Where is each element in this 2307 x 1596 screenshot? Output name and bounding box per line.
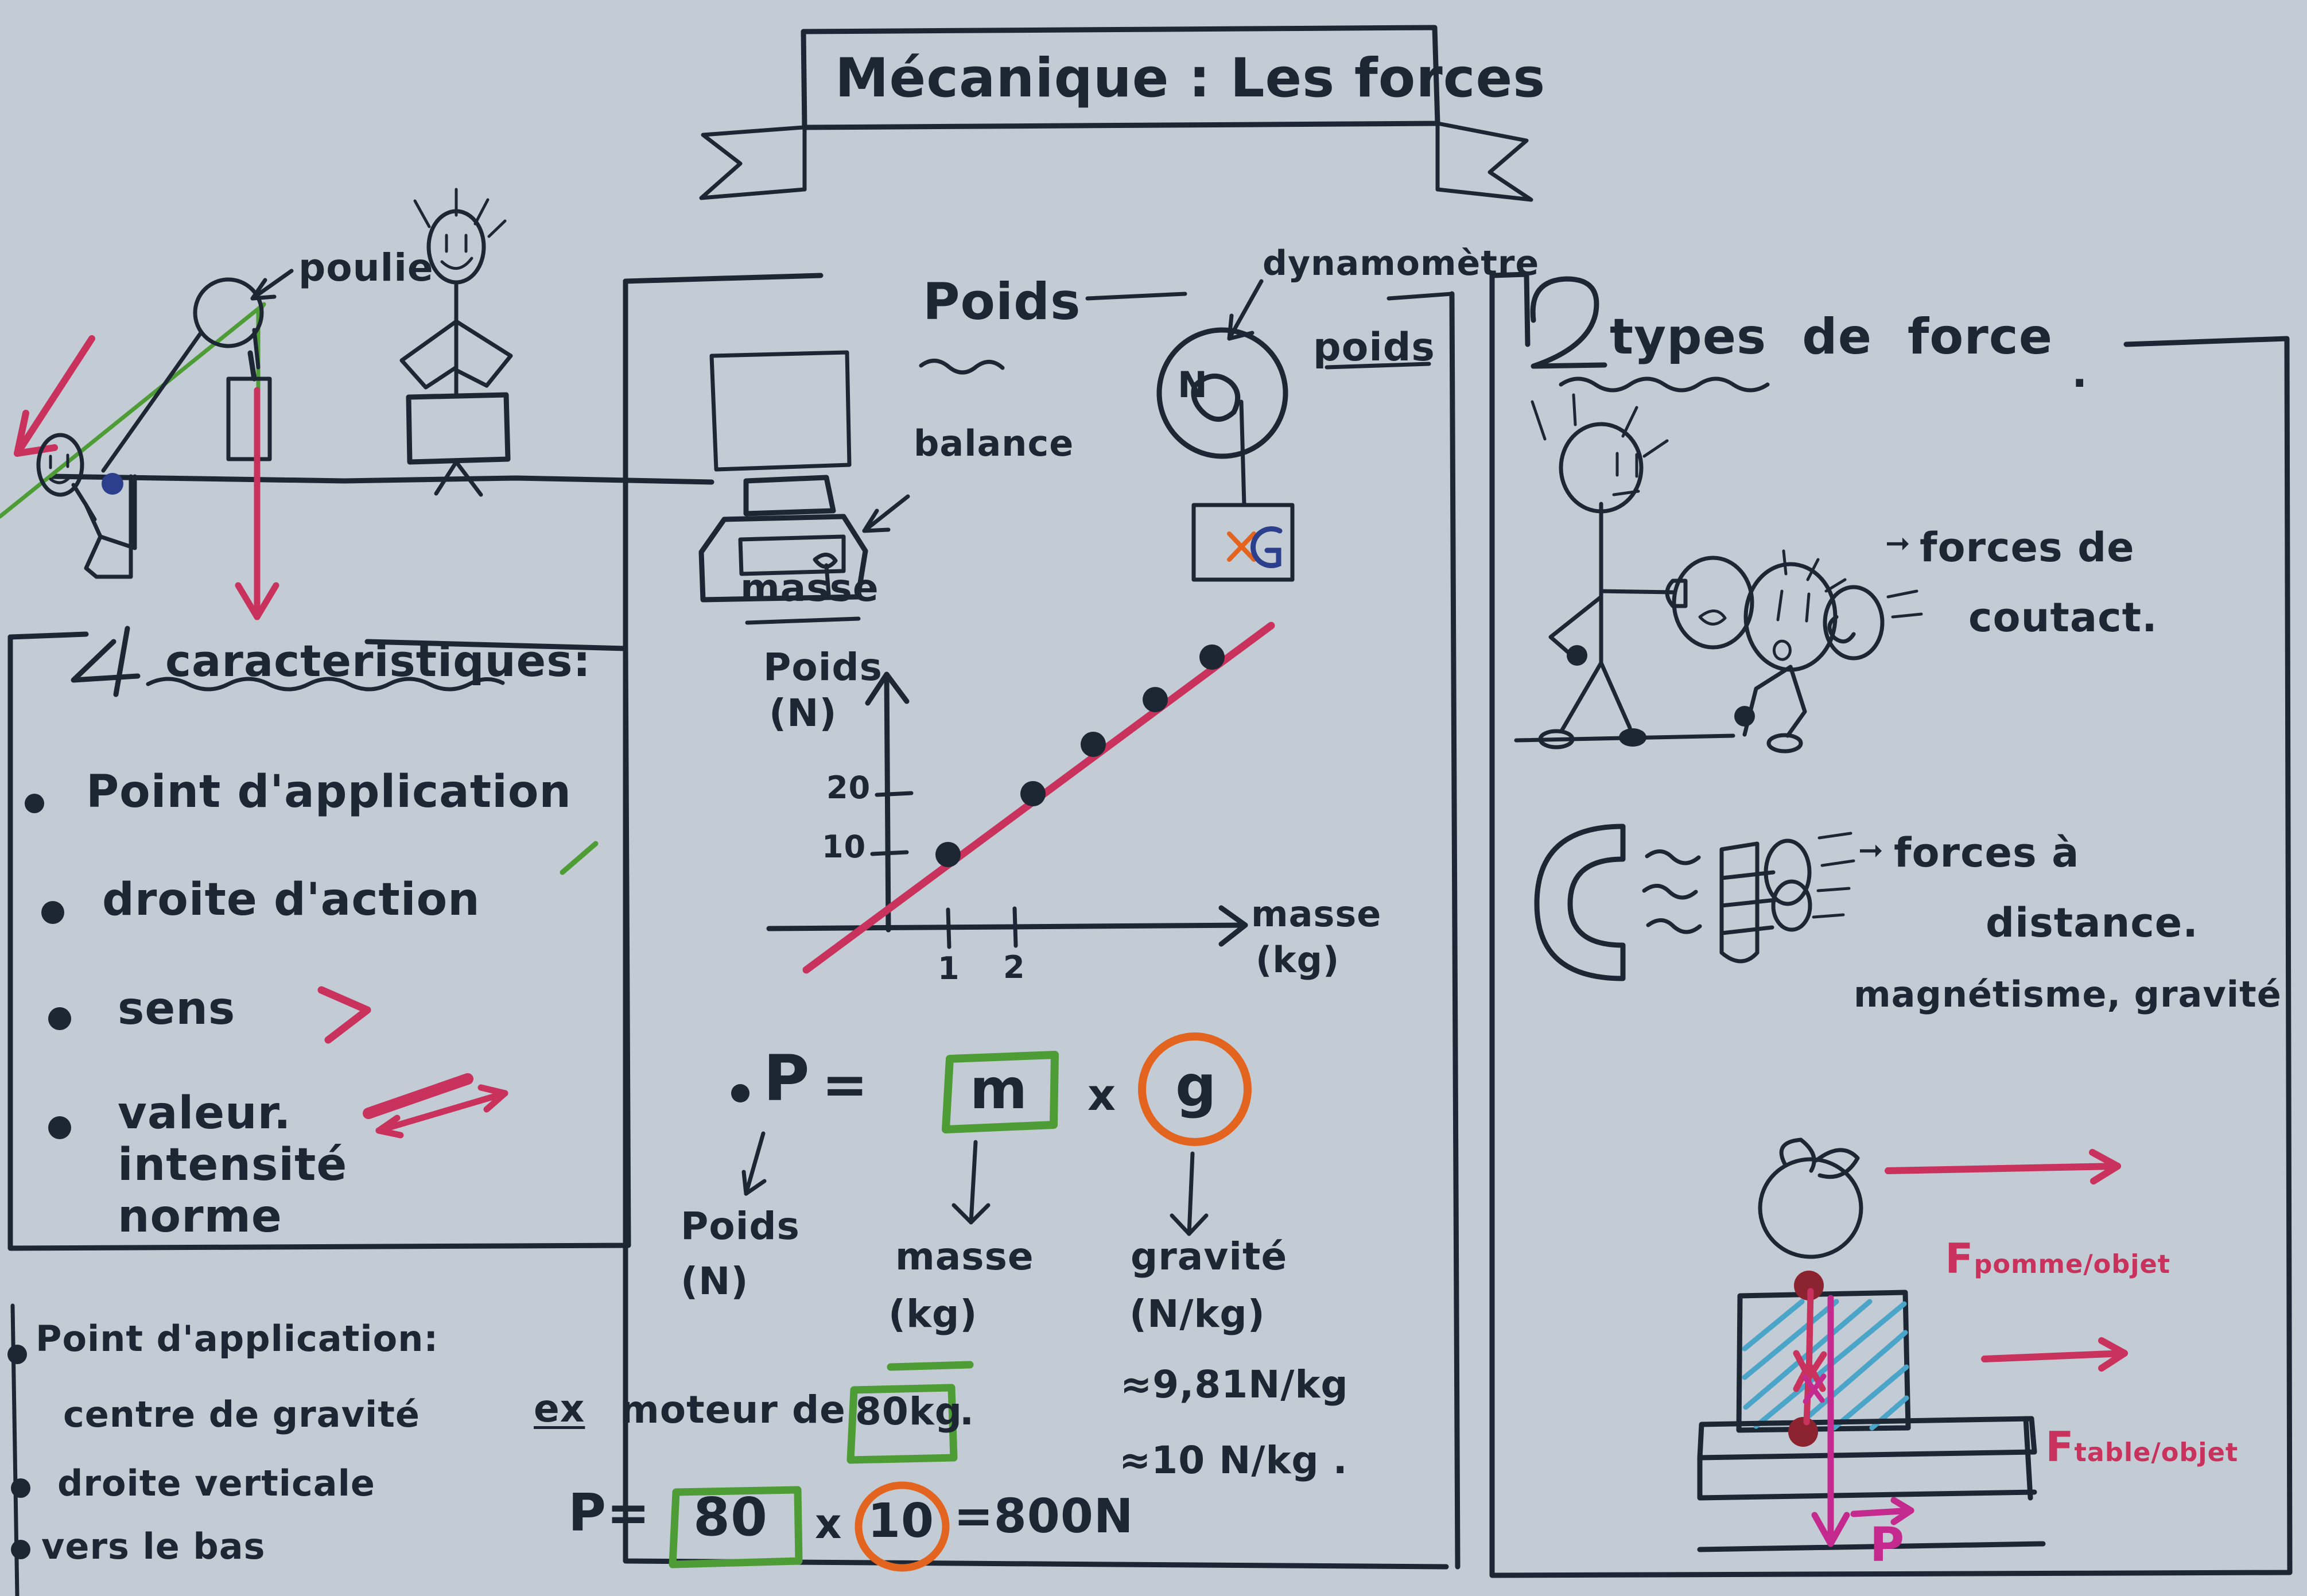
graph-x-tick-1: 1 bbox=[938, 950, 960, 987]
dynamometer-unit-n: N bbox=[1178, 364, 1208, 406]
example-calc-m: 80 bbox=[693, 1486, 768, 1548]
application-point-ink bbox=[7, 1303, 30, 1596]
formula-m-name: masse bbox=[895, 1234, 1034, 1279]
formula-g-name: gravité bbox=[1131, 1234, 1288, 1279]
distance-force-line1: forces à bbox=[1894, 829, 2080, 876]
force-apple-label: Fpomme/objet bbox=[1885, 1194, 2170, 1324]
weight-vector-label: P bbox=[1870, 1518, 1905, 1572]
dynamometer-label: dynamomètre bbox=[1263, 243, 1540, 284]
right-panel-heading: types de force bbox=[1610, 308, 2053, 366]
characteristic-item-sens: sens bbox=[118, 983, 236, 1035]
force-table-label: Ftable/objet bbox=[1986, 1382, 2238, 1512]
formula-p-name: Poids bbox=[681, 1204, 800, 1248]
formula-times: x bbox=[1088, 1069, 1117, 1120]
distance-force-line2: distance. bbox=[1986, 899, 2199, 946]
application-point-title: Point d'application: bbox=[36, 1318, 439, 1360]
example-calc-times: x bbox=[815, 1500, 842, 1548]
balance-label: balance bbox=[914, 422, 1074, 464]
contact-force-line1: forces de bbox=[1920, 524, 2135, 571]
gravity-value-rounded: ≈10 N/kg . bbox=[1119, 1438, 1348, 1482]
contact-force-figures-ink bbox=[1531, 393, 1923, 754]
example-calc-p: P= bbox=[568, 1483, 651, 1543]
formula-equals: = bbox=[822, 1053, 869, 1117]
right-panel-heading-period: . bbox=[2072, 348, 2088, 397]
force-apple-symbol: F bbox=[1945, 1234, 1974, 1283]
characteristic-item-intensite: intensité bbox=[118, 1139, 348, 1191]
graph-x-tick-2: 2 bbox=[1003, 949, 1026, 985]
gravity-value-precise: ≈9,81N/kg bbox=[1120, 1362, 1349, 1407]
characteristic-item-norme: norme bbox=[118, 1191, 282, 1242]
example-calc-result: =800N bbox=[954, 1489, 1134, 1544]
distance-force-arrow-icon: ➞ bbox=[1858, 833, 1884, 868]
formula-g-unit: (N/kg) bbox=[1129, 1292, 1265, 1336]
force-apple-subscript: pomme/objet bbox=[1974, 1249, 2171, 1279]
characteristic-item-point-application: Point d'application bbox=[86, 766, 572, 818]
center-panel-heading: Poids bbox=[923, 272, 1081, 331]
formula-p: P bbox=[763, 1042, 810, 1115]
application-point-center-gravity: centre de gravité bbox=[63, 1393, 420, 1435]
force-table-subscript: table/objet bbox=[2074, 1437, 2239, 1467]
distance-force-examples: magnétisme, gravité bbox=[1854, 973, 2282, 1015]
weight-label: poids bbox=[1313, 325, 1435, 370]
example-period: . bbox=[960, 1389, 975, 1434]
characteristics-heading: caracteristiques: bbox=[165, 635, 591, 686]
graph-y-tick-20: 20 bbox=[826, 770, 871, 806]
formula-m-unit: (kg) bbox=[888, 1292, 978, 1336]
formula-p-unit: (N) bbox=[681, 1259, 749, 1303]
example-mass-value: 80kg bbox=[855, 1389, 962, 1434]
characteristic-item-valeur: valeur. bbox=[118, 1088, 292, 1139]
page-title: Mécanique : Les forces bbox=[835, 47, 1546, 110]
contact-force-arrow-icon: ➞ bbox=[1885, 526, 1911, 561]
mass-label: masse bbox=[740, 566, 879, 610]
pulley-label: poulie bbox=[298, 246, 434, 290]
example-label: ex bbox=[534, 1387, 585, 1431]
characteristic-item-droite-action: droite d'action bbox=[102, 874, 480, 926]
example-statement: moteur de bbox=[620, 1388, 846, 1432]
application-point-downward: vers le bas bbox=[41, 1525, 266, 1567]
formula-m: m bbox=[970, 1057, 1028, 1121]
graph-y-axis-unit: (N) bbox=[769, 691, 837, 735]
force-table-symbol: F bbox=[2045, 1422, 2075, 1471]
example-calc-g: 10 bbox=[868, 1494, 935, 1548]
application-point-vertical-line: droite verticale bbox=[57, 1462, 375, 1504]
magnet-ink bbox=[1534, 824, 1855, 981]
graph-x-axis-label: masse bbox=[1251, 893, 1382, 935]
contact-force-line2: coutact. bbox=[1968, 594, 2158, 641]
graph-x-axis-unit: (kg) bbox=[1256, 939, 1340, 981]
formula-g: g bbox=[1175, 1053, 1217, 1120]
graph-y-axis-label: Poids bbox=[763, 645, 883, 689]
graph-y-tick-10: 10 bbox=[822, 829, 867, 865]
